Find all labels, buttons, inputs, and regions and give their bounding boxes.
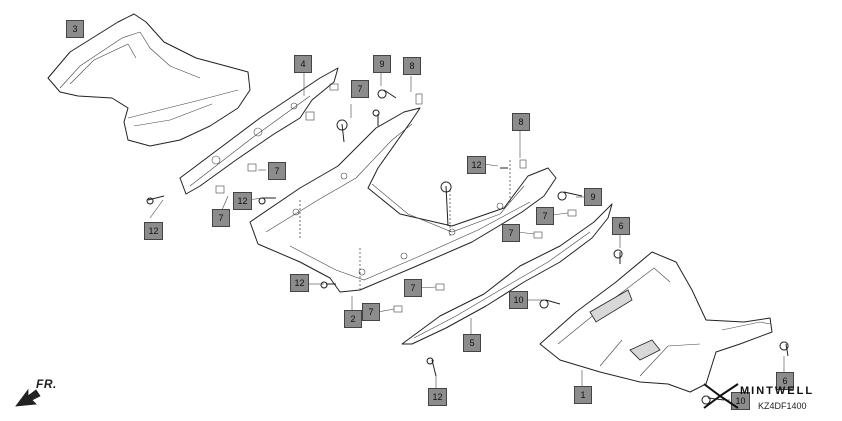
direction-label: FR.: [36, 377, 57, 391]
part-storage-box: [539, 251, 773, 393]
brand-name: MINTWELL: [740, 385, 815, 397]
callout-2: 2: [344, 310, 362, 328]
part-side-skirt: [401, 203, 613, 345]
callout-12: 12: [428, 388, 447, 406]
callout-8: 8: [512, 113, 530, 131]
callout-9: 9: [584, 188, 602, 206]
brand-logo-icon: [703, 383, 739, 409]
callout-9: 9: [373, 55, 391, 73]
callout-7: 7: [362, 303, 380, 321]
callout-12: 12: [144, 222, 163, 240]
callout-6: 6: [776, 372, 794, 390]
callout-12: 12: [290, 274, 309, 292]
callout-1: 1: [574, 386, 592, 404]
front-arrow-icon: [15, 388, 41, 407]
callout-6: 6: [612, 217, 630, 235]
callout-7: 7: [536, 207, 554, 225]
fasteners: [146, 83, 789, 405]
callout-7: 7: [212, 209, 230, 227]
callout-10: 10: [509, 291, 528, 309]
callout-7: 7: [351, 80, 369, 98]
callout-8: 8: [403, 57, 421, 75]
callout-7: 7: [404, 279, 422, 297]
leader-lines: [149, 72, 785, 401]
callout-4: 4: [294, 55, 312, 73]
part-side-rail: [179, 67, 339, 195]
callout-5: 5: [463, 334, 481, 352]
part-under-cover: [249, 107, 557, 293]
callout-3: 3: [66, 20, 84, 38]
diagram-code: KZ4DF1400: [758, 401, 807, 411]
callout-7: 7: [268, 162, 286, 180]
part-floor-mat: [47, 13, 251, 147]
callout-7: 7: [502, 224, 520, 242]
callout-12: 12: [233, 192, 252, 210]
callout-12: 12: [467, 156, 486, 174]
